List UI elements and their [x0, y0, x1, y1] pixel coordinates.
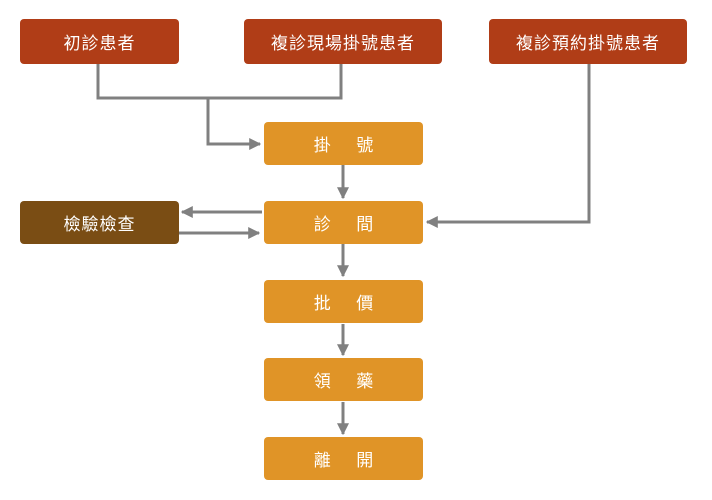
pharmacy-step-box: 領 藥	[264, 358, 423, 401]
consultation-step-box: 診 間	[264, 201, 423, 244]
registration-step-box: 掛 號	[264, 122, 423, 165]
exit-step-box: 離 開	[264, 437, 423, 480]
return-reserved-patient-box: 複診預約掛號患者	[489, 19, 687, 64]
examination-box: 檢驗檢查	[20, 201, 179, 244]
connector-entries-to-registration	[96, 64, 343, 144]
first-visit-patient-box: 初診患者	[20, 19, 179, 64]
connector-reserved-to-consultation	[425, 64, 591, 228]
return-onsite-patient-box: 複診現場掛號患者	[244, 19, 442, 64]
billing-step-box: 批 價	[264, 280, 423, 323]
